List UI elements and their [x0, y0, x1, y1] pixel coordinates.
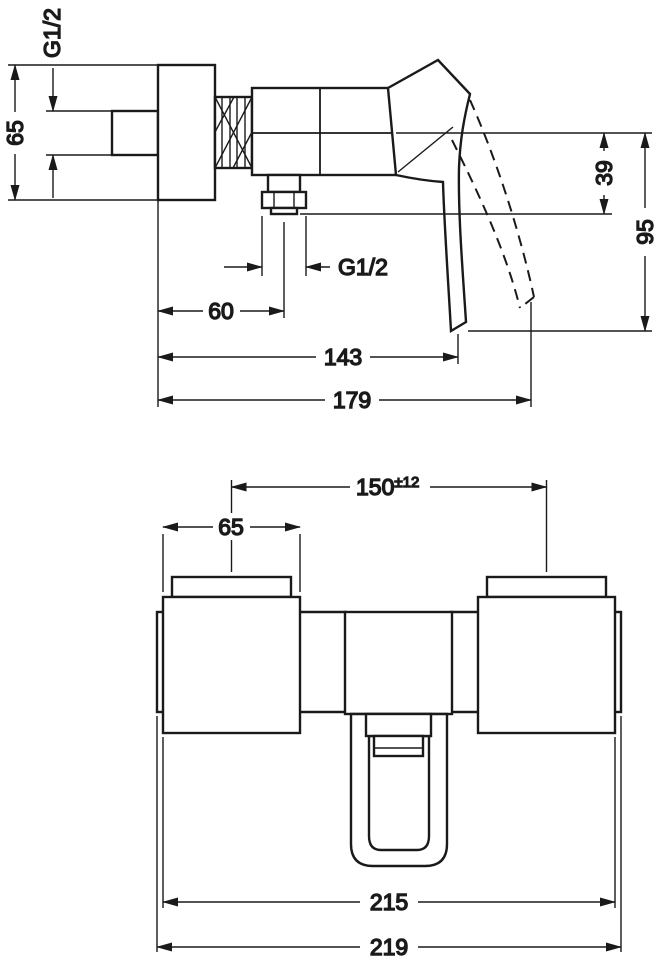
dimension-label: 95 [632, 219, 658, 245]
left-escutcheon [161, 595, 302, 735]
outlet-connector [260, 173, 308, 216]
dimension-plate-height: 65 [1, 64, 158, 201]
dimension-label: 150±12 [356, 474, 419, 500]
dimension-inlet-thread: G1/2 [38, 7, 112, 198]
dimension-label: 65 [2, 120, 28, 146]
dimension-label: 60 [208, 298, 234, 324]
dimension-handle-depth: 143 [157, 343, 459, 371]
side-view: G1/2 65 39 95 [1, 7, 659, 414]
dimension-outlet-offset: 39 [590, 132, 618, 215]
dimension-label: G1/2 [39, 8, 65, 58]
left-union-cover [170, 575, 293, 599]
right-union-cover [485, 575, 608, 599]
dimension-label: G1/2 [338, 254, 388, 280]
dimension-outlet-depth: 60 [157, 297, 285, 325]
dimension-label: 143 [324, 344, 362, 370]
hose-outlet [364, 712, 433, 758]
cartridge-housing [343, 610, 454, 716]
dimension-max-depth: 179 [157, 386, 532, 414]
handle-lever-alt-position [451, 99, 535, 309]
dimension-handle-drop: 95 [631, 132, 659, 332]
inlet-pipe [110, 109, 160, 157]
front-view: 150±12 65 [155, 472, 623, 961]
dimension-label: 39 [591, 160, 617, 186]
right-escutcheon [476, 595, 617, 735]
thread-adapter [213, 95, 254, 170]
dimension-overall-width: 219 [156, 933, 622, 961]
dimension-label: 219 [370, 934, 408, 960]
handle-lever [386, 58, 472, 334]
dimension-label: 179 [333, 387, 371, 413]
dimension-escutcheon-width: 65 [162, 513, 301, 592]
dimension-outlet-thread: G1/2 [224, 216, 389, 281]
wall-flange [156, 63, 217, 202]
dimension-connection-centers: 150±12 [230, 472, 548, 572]
dimension-label: 65 [218, 514, 244, 540]
dimension-body-width: 215 [162, 888, 616, 916]
dimension-label: 215 [370, 889, 408, 915]
mixer-body [250, 86, 398, 177]
